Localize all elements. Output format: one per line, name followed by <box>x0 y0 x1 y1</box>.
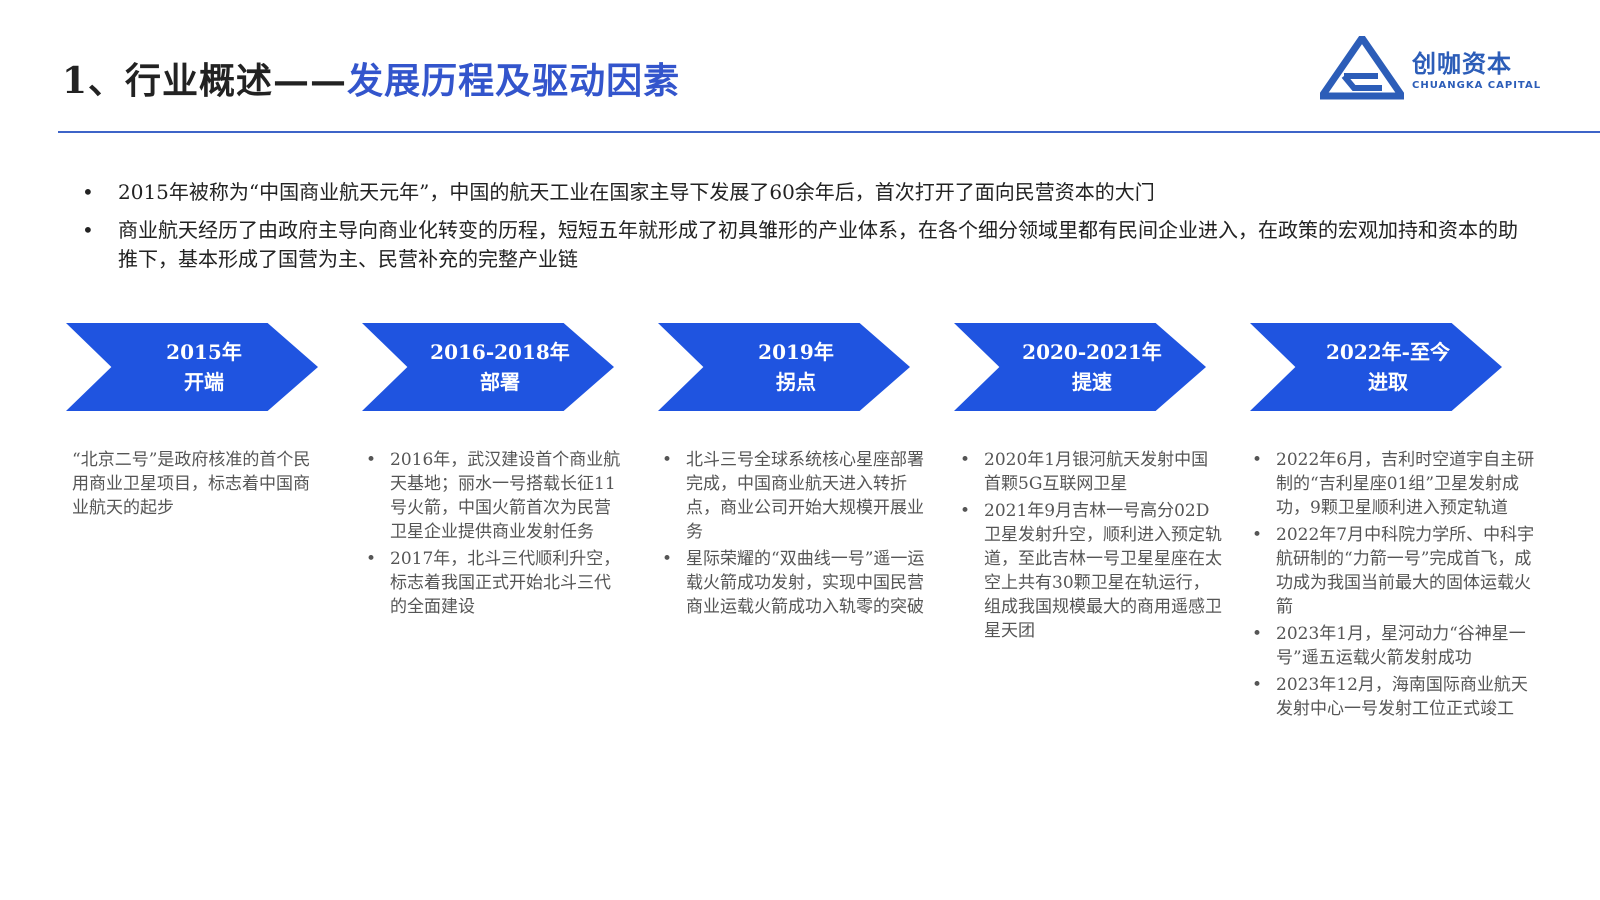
page-title: 1、行业概述——发展历程及驱动因素 <box>62 52 680 104</box>
title-highlight: 发展历程及驱动因素 <box>347 60 681 102</box>
logo-name-cn: 创咖资本 <box>1412 50 1512 78</box>
detail-item: 2016年，武汉建设首个商业航天基地；丽水一号搭载长征11号火箭，中国火箭首次为… <box>366 448 626 544</box>
arrow-stage: 拐点 <box>776 370 816 394</box>
timeline-arrow-2020-2021: 2020-2021年 提速 <box>954 323 1206 411</box>
title-prefix: 1、行业概述—— <box>62 60 348 102</box>
detail-column-2019: 北斗三号全球系统核心星座部署完成，中国商业航天进入转折点，商业公司开始大规模开展… <box>662 448 926 622</box>
detail-column-2020-2021: 2020年1月银河航天发射中国首颗5G互联网卫星 2021年9月吉林一号高分02… <box>960 448 1224 646</box>
arrow-period: 2015年 <box>166 340 242 364</box>
intro-list: 2015年被称为“中国商业航天元年”，中国的航天工业在国家主导下发展了60余年后… <box>82 178 1522 283</box>
detail-column-2016-2018: 2016年，武汉建设首个商业航天基地；丽水一号搭载长征11号火箭，中国火箭首次为… <box>366 448 626 622</box>
detail-item: 2022年6月，吉利时空道宇自主研制的“吉利星座01组”卫星发射成功，9颗卫星顺… <box>1252 448 1536 520</box>
arrow-period: 2020-2021年 <box>1022 340 1162 364</box>
detail-column-2022-now: 2022年6月，吉利时空道宇自主研制的“吉利星座01组”卫星发射成功，9颗卫星顺… <box>1252 448 1536 724</box>
timeline-arrow-2022-now: 2022年-至今 进取 <box>1250 323 1502 411</box>
timeline-arrow-2019: 2019年 拐点 <box>658 323 910 411</box>
detail-item: 2023年12月，海南国际商业航天发射中心一号发射工位正式竣工 <box>1252 673 1536 721</box>
detail-text: “北京二号”是政府核准的首个民用商业卫星项目，标志着中国商业航天的起步 <box>72 450 311 518</box>
arrow-stage: 部署 <box>480 370 520 394</box>
detail-item: 2020年1月银河航天发射中国首颗5G互联网卫星 <box>960 448 1224 496</box>
logo-mark-icon <box>1320 36 1404 100</box>
arrow-period: 2019年 <box>758 340 834 364</box>
detail-item: 2017年，北斗三代顺利升空，标志着我国正式开始北斗三代的全面建设 <box>366 547 626 619</box>
arrow-period: 2022年-至今 <box>1326 340 1450 364</box>
detail-item: 2022年7月中科院力学所、中科宇航研制的“力箭一号”完成首飞，成功成为我国当前… <box>1252 523 1536 619</box>
logo-name-en: CHUANGKA CAPITAL <box>1412 80 1542 91</box>
detail-item: 2021年9月吉林一号高分02D卫星发射升空，顺利进入预定轨道，至此吉林一号卫星… <box>960 499 1224 643</box>
detail-column-2015: “北京二号”是政府核准的首个民用商业卫星项目，标志着中国商业航天的起步 <box>72 448 312 520</box>
arrow-stage: 开端 <box>184 370 224 394</box>
arrow-period: 2016-2018年 <box>430 340 570 364</box>
header-divider <box>58 131 1600 133</box>
company-logo: 创咖资本 CHUANGKA CAPITAL <box>1320 36 1540 100</box>
detail-item: 星际荣耀的“双曲线一号”遥一运载火箭成功发射，实现中国民营商业运载火箭成功入轨零… <box>662 547 926 619</box>
arrow-stage: 提速 <box>1072 370 1112 394</box>
arrow-stage: 进取 <box>1368 370 1408 394</box>
intro-item: 2015年被称为“中国商业航天元年”，中国的航天工业在国家主导下发展了60余年后… <box>82 178 1522 207</box>
timeline-arrow-2016-2018: 2016-2018年 部署 <box>362 323 614 411</box>
detail-item: 北斗三号全球系统核心星座部署完成，中国商业航天进入转折点，商业公司开始大规模开展… <box>662 448 926 544</box>
detail-item: 2023年1月，星河动力“谷神星一号”遥五运载火箭发射成功 <box>1252 622 1536 670</box>
intro-item: 商业航天经历了由政府主导向商业化转变的历程，短短五年就形成了初具雏形的产业体系，… <box>82 216 1522 274</box>
timeline-arrow-2015: 2015年 开端 <box>66 323 318 411</box>
